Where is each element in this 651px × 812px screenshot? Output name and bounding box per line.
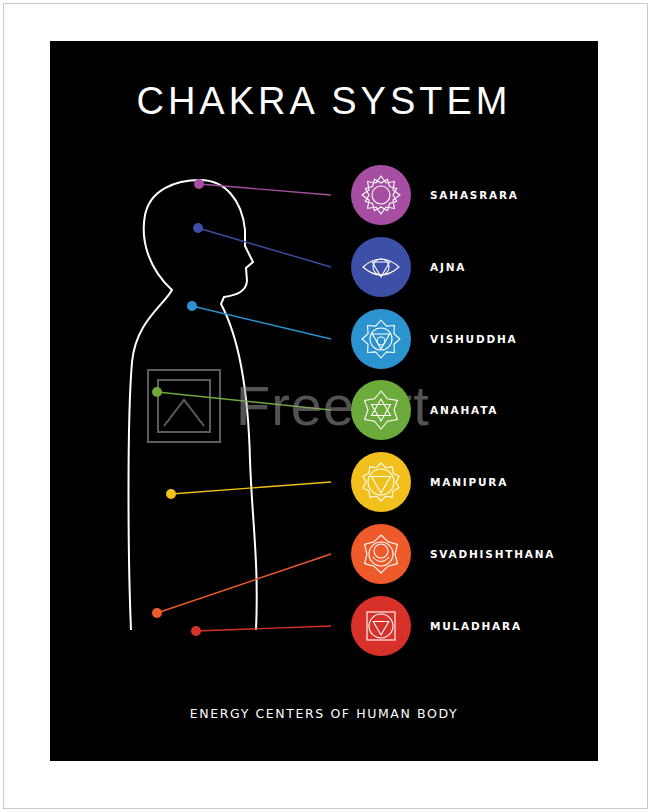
chakra-name: MULADHARA xyxy=(430,618,522,634)
body-dot xyxy=(194,179,204,189)
chakra-name: VISHUDDHA xyxy=(430,331,517,347)
leader-line xyxy=(192,306,331,339)
chakra-symbol xyxy=(363,259,399,277)
chakra-node: AJNA xyxy=(351,237,472,297)
chakra-symbol xyxy=(367,612,395,640)
chakra-node: MANIPURA xyxy=(351,452,514,512)
body-dot xyxy=(152,608,162,618)
chakra-node: SVADHISHTHANA xyxy=(351,524,561,584)
leader-line xyxy=(199,184,331,195)
frame xyxy=(4,4,648,809)
chakra-name: SVADHISHTHANA xyxy=(430,546,555,562)
chakra-circle xyxy=(351,452,411,512)
chakra-node: SAHASRARA xyxy=(351,165,525,225)
body-dot xyxy=(166,489,176,499)
leader-line xyxy=(196,626,331,631)
chakra-circle xyxy=(351,309,411,369)
chakra-name: AJNA xyxy=(430,259,466,275)
poster-caption: ENERGY CENTERS OF HUMAN BODY xyxy=(50,706,598,721)
chakra-name: ANAHATA xyxy=(430,402,498,418)
body-dot xyxy=(191,626,201,636)
chakra-symbol xyxy=(362,176,400,214)
chakra-symbol xyxy=(362,320,400,358)
chakra-circle xyxy=(351,380,411,440)
chakra-node: ANAHATA xyxy=(351,380,504,440)
body-dot xyxy=(152,387,162,397)
chakra-name: SAHASRARA xyxy=(430,187,519,203)
chakra-symbol xyxy=(363,463,399,501)
chakra-circle xyxy=(351,596,411,656)
poster-title: CHAKRA SYSTEM xyxy=(50,82,598,120)
leader-line xyxy=(157,554,331,613)
leader-line xyxy=(198,228,331,267)
watermark-icon xyxy=(148,370,220,442)
chakra-node: MULADHARA xyxy=(351,596,528,656)
chakra-name: MANIPURA xyxy=(430,474,508,490)
chakra-circle xyxy=(351,524,411,584)
body-dot xyxy=(193,223,203,233)
chakra-symbol xyxy=(365,391,398,429)
background-panel xyxy=(50,41,598,761)
body-dot xyxy=(187,301,197,311)
chakra-symbol xyxy=(365,535,398,573)
chakra-circle xyxy=(351,165,411,225)
chakra-circle xyxy=(351,237,411,297)
leader-line xyxy=(171,482,331,494)
chakra-node: VISHUDDHA xyxy=(351,309,523,369)
